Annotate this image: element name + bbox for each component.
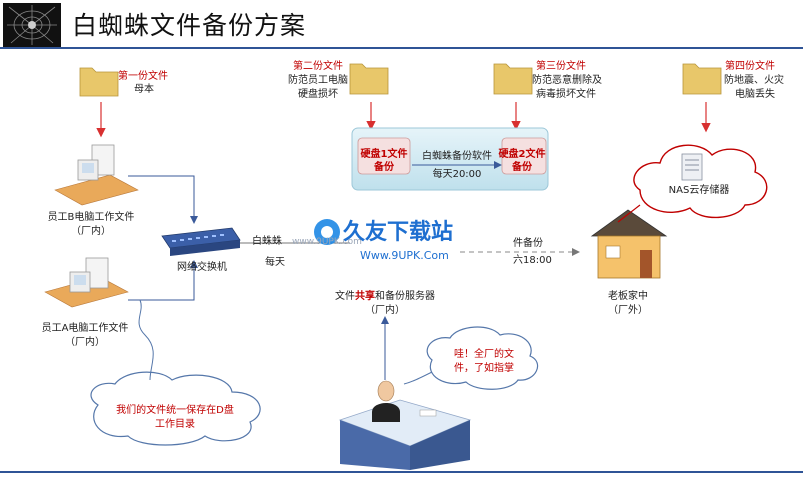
link-left-label1: 白蛛蛛	[252, 236, 282, 247]
manager-bubble-line1: 哇！全厂的文	[454, 349, 514, 360]
fourth-copy-sub1: 防地震、火灾	[724, 75, 784, 86]
employee-a-location: （厂内）	[65, 337, 105, 348]
folder-icon	[79, 63, 722, 97]
boss-location: （厂外）	[608, 305, 648, 316]
computer-icon	[44, 257, 129, 308]
watermark-logo-icon	[314, 219, 340, 245]
server-label-pre: 文件	[335, 291, 355, 302]
disk-icon	[357, 137, 547, 175]
employee-b-location: （厂内）	[71, 226, 111, 237]
computer-icon	[54, 144, 139, 206]
nas-label: NAS云存储器	[668, 185, 730, 196]
boss-label: 老板家中	[608, 291, 648, 302]
link-right-label2: 六18:00	[513, 255, 552, 266]
first-copy-sub: 母本	[134, 84, 154, 95]
logo-icon	[3, 3, 61, 47]
server-label-highlight: 共享	[355, 291, 375, 302]
server-label-post: 和备份服务器	[375, 291, 435, 302]
watermark-brand: 久友下载站	[343, 220, 454, 245]
nas-cloud	[617, 144, 768, 223]
second-copy-label: 第二份文件	[293, 61, 343, 72]
watermark-url: Www.9UPK.Com	[360, 249, 449, 262]
employee-speech-bubble	[90, 299, 261, 446]
footer-divider	[0, 471, 803, 473]
third-copy-label: 第三份文件	[536, 61, 586, 72]
disk2-label: 硬盘2文件备份	[498, 149, 546, 173]
link-right-label1: 件备份	[513, 238, 543, 249]
backup-software-label: 白蜘蛛备份软件	[422, 151, 492, 162]
employee-b-label: 员工B电脑工作文件	[47, 212, 135, 223]
watermark-site: www.9UPK.com	[292, 237, 362, 247]
switch-label: 网络交换机	[177, 262, 227, 273]
first-copy-label: 第一份文件	[118, 71, 168, 82]
server-location: （厂内）	[365, 305, 405, 316]
third-copy-sub1: 防范恶意删除及	[532, 75, 602, 86]
fourth-copy-sub2: 电脑丢失	[735, 89, 775, 100]
disk1-label: 硬盘1文件备份	[360, 149, 408, 173]
manager-bubble-line2: 件，了如指掌	[454, 363, 514, 374]
backup-schedule-label: 每天20:00	[432, 169, 482, 180]
employee-bubble-line2: 工作目录	[155, 419, 195, 430]
manager-speech-bubble	[403, 326, 539, 390]
manager-icon	[338, 380, 472, 470]
link-employee-b-switch	[128, 175, 198, 224]
third-copy-sub2: 病毒损坏文件	[536, 89, 596, 100]
nas-icon	[681, 153, 703, 181]
fourth-copy-label: 第四份文件	[725, 61, 775, 72]
second-copy-sub2: 硬盘损坏	[298, 89, 338, 100]
second-copy-sub1: 防范员工电脑	[288, 75, 348, 86]
link-left-label2: 每天	[265, 257, 285, 268]
server-label: 文件共享和备份服务器	[330, 290, 440, 303]
link-employee-a-switch	[128, 260, 198, 301]
house-icon	[590, 209, 668, 279]
page-title: 白蜘蛛文件备份方案	[72, 11, 307, 40]
switch-icon	[161, 227, 241, 256]
header: 白蜘蛛文件备份方案	[0, 0, 803, 49]
title-divider	[0, 47, 803, 49]
employee-a-label: 员工A电脑工作文件	[41, 323, 129, 334]
employee-bubble-line1: 我们的文件统一保存在D盘	[116, 405, 234, 416]
